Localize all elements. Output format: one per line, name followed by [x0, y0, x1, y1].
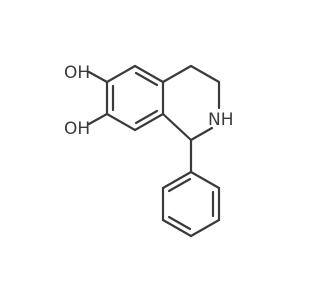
double-bond [134, 109, 159, 125]
double-bond [167, 177, 192, 193]
molecule-canvas: OH OH NH [64, 63, 234, 238]
diol-ring [105, 64, 165, 132]
double-bond [167, 215, 192, 231]
atom-label-nh: NH [208, 110, 234, 130]
bond [133, 112, 165, 132]
bond [189, 170, 221, 190]
bond [105, 112, 137, 132]
bond-oh-top [87, 70, 109, 84]
bond [161, 112, 193, 142]
tetrahydropyridine-ring [161, 64, 221, 142]
bond [105, 64, 137, 84]
bond [161, 170, 193, 190]
atom-label-oh-bottom: OH [64, 119, 90, 139]
bond [189, 64, 221, 84]
structure-diagram: OH OH NH [64, 63, 234, 238]
bond [189, 218, 221, 238]
bond [133, 64, 165, 84]
double-bond [134, 71, 159, 87]
atom-label-oh-top: OH [64, 63, 90, 83]
bond-oh-bottom [87, 112, 109, 126]
bond [161, 64, 193, 84]
phenyl-ring [161, 170, 221, 238]
bond [189, 126, 214, 142]
bond [161, 218, 193, 238]
